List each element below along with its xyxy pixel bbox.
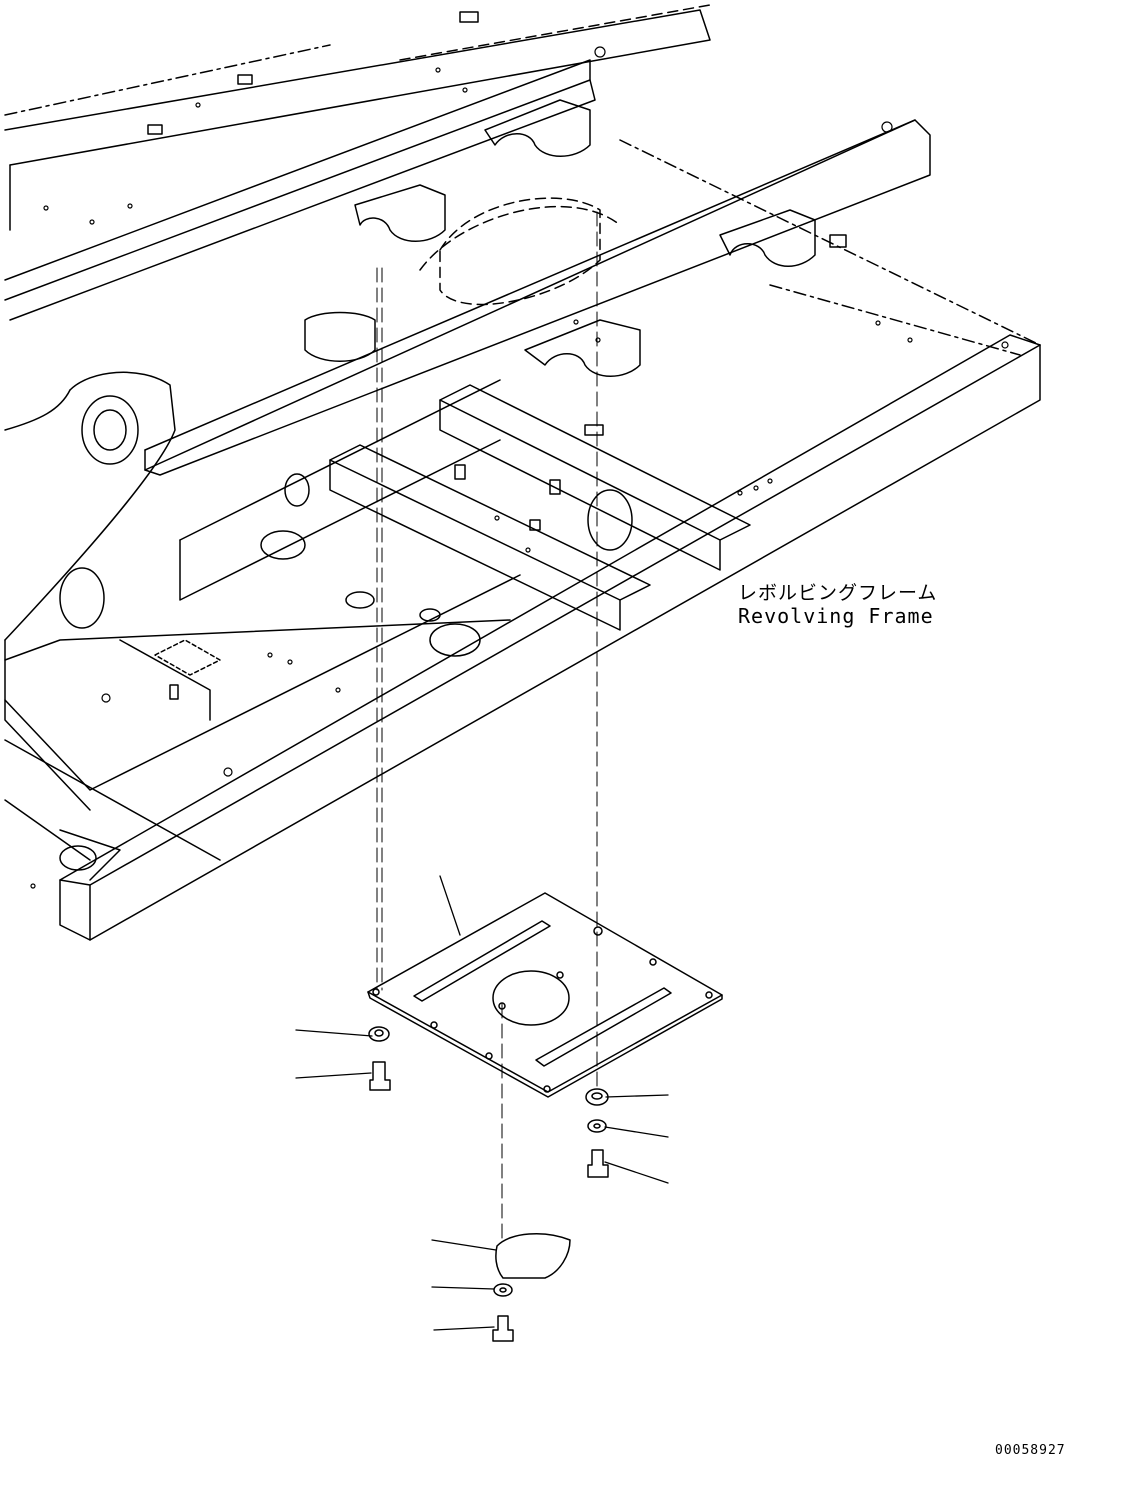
small-cover <box>495 1233 571 1279</box>
fasteners <box>368 1026 609 1342</box>
spacer-left <box>368 1026 390 1042</box>
assembly-lines <box>376 211 598 1241</box>
leader-lines <box>295 875 669 1331</box>
frame-label-japanese: レボルビングフレーム <box>738 582 938 604</box>
cover-opening <box>492 970 570 1026</box>
frame-right-rail <box>59 334 1041 941</box>
cover-plate <box>367 892 723 1098</box>
frame-upper-beam <box>144 119 931 476</box>
bolt-left <box>369 1061 391 1091</box>
saddle-mounts <box>304 99 816 377</box>
revolving-frame <box>4 4 1041 941</box>
washer-small <box>493 1283 513 1297</box>
frame-label-english: Revolving Frame <box>738 604 934 628</box>
frame-cutout <box>59 567 105 629</box>
bolt-small <box>492 1315 514 1342</box>
spacer-right <box>585 1088 609 1106</box>
boom-foot-bracket <box>4 371 176 641</box>
bolt-right <box>587 1149 609 1178</box>
drawing-number: 00058927 <box>995 1443 1066 1458</box>
frame-top-beam <box>4 79 596 321</box>
frame-holes <box>30 46 1009 889</box>
washer-right <box>587 1119 607 1133</box>
